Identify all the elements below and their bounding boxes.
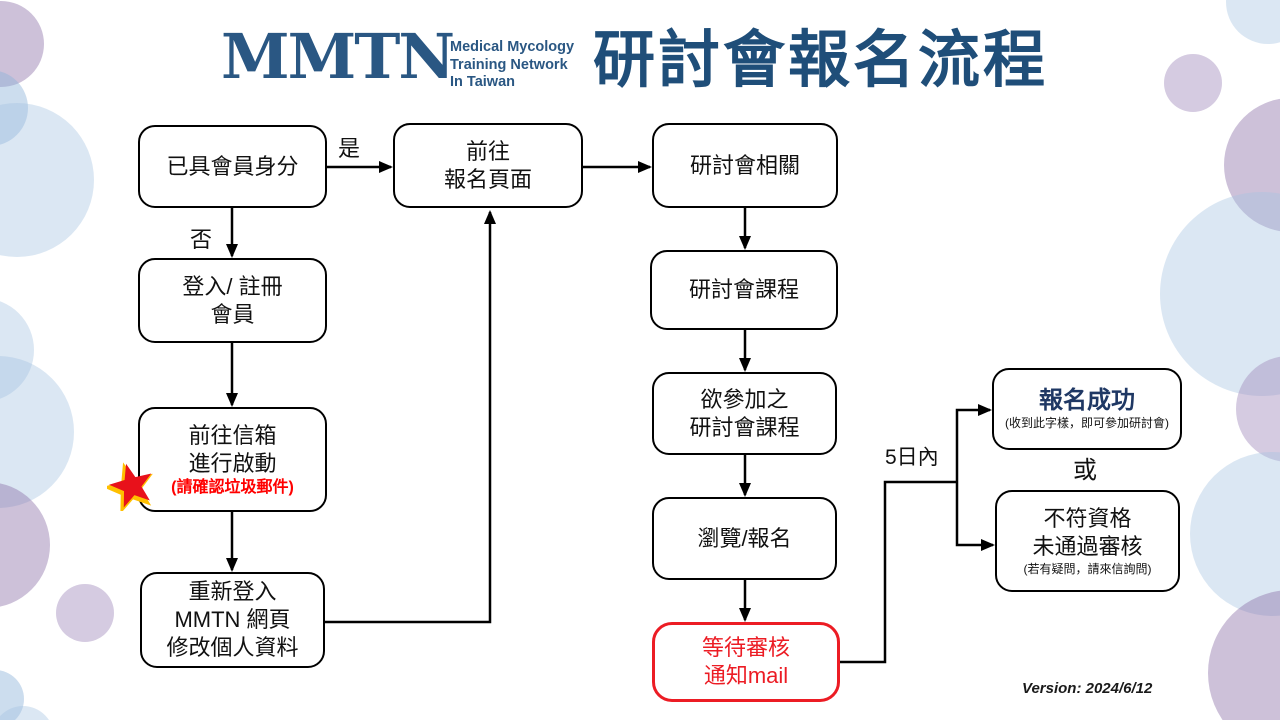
edge-relogin-to-goto — [325, 210, 496, 624]
node-text: 通知mail — [703, 663, 789, 688]
node-login-register: 登入/ 註冊 會員 — [138, 258, 327, 343]
node-text: MMTN 網頁 — [174, 607, 291, 632]
node-text: 未通過審核 — [1032, 534, 1143, 559]
decorative-circle — [0, 706, 54, 720]
decorative-circle — [1226, 0, 1280, 44]
decorative-circle — [1208, 590, 1280, 720]
node-text: 重新登入 — [188, 579, 277, 604]
version-label: Version: 2024/6/12 — [1022, 680, 1153, 697]
logo-subtitle-line: Medical Mycology — [450, 39, 575, 55]
success-title: 報名成功 — [1039, 387, 1135, 414]
edge-branch-to-reject — [955, 482, 995, 551]
decorative-circle — [0, 356, 74, 508]
node-seminar-related: 研討會相關 — [652, 123, 838, 208]
node-await-review-mail: 等待審核 通知mail — [652, 622, 840, 702]
logo-subtitle-line: In Taiwan — [450, 74, 515, 91]
success-note: (收到此字樣，即可參加研討會) — [1005, 416, 1169, 430]
page-title: 研討會報名流程 — [593, 26, 1049, 95]
node-text: 進行啟動 — [188, 450, 277, 476]
node-text: 修改個人資料 — [166, 635, 299, 660]
node-text: 研討會課程 — [689, 414, 800, 440]
logo-subtitle-line: Training Network — [450, 56, 568, 73]
decorative-circle — [56, 584, 114, 642]
node-text: 前往 — [465, 138, 510, 164]
node-browse-register: 瀏覽/報名 — [652, 497, 837, 580]
edge-await-to-branch — [840, 480, 957, 664]
node-mailbox-activate: 前往信箱 進行啟動 (請確認垃圾郵件) — [138, 407, 327, 512]
node-relogin-edit-profile: 重新登入 MMTN 網頁 修改個人資料 — [140, 572, 325, 668]
decorative-circle — [1190, 452, 1280, 616]
edge-label-no: 否 — [190, 227, 213, 252]
decorative-circle — [1160, 192, 1280, 396]
edge-label-within-5-days: 5日內 — [885, 446, 939, 469]
mmtn-logo-subtitle: Medical Mycology Training Network In Tai… — [450, 39, 574, 92]
decorative-circle — [0, 298, 34, 402]
reject-note: (若有疑問，請來信詢問) — [1023, 562, 1152, 576]
node-seminar-course: 研討會課程 — [650, 250, 838, 330]
edge-label-yes: 是 — [338, 136, 361, 161]
node-text: 研討會課程 — [688, 277, 799, 302]
node-text: 研討會相關 — [689, 152, 800, 178]
edge-label-or: 或 — [1073, 457, 1097, 484]
node-goto-registration-page: 前往 報名頁面 — [393, 123, 583, 208]
node-text: 已具會員身分 — [166, 153, 299, 179]
decorative-circle — [0, 70, 28, 146]
node-member-check: 已具會員身分 — [138, 125, 327, 208]
decorative-circle — [0, 103, 94, 257]
decorative-circle — [0, 1, 44, 87]
decorative-circle — [1224, 98, 1280, 232]
node-not-qualified: 不符資格 未通過審核 (若有疑問，請來信詢問) — [995, 490, 1180, 592]
node-text: 前往信箱 — [188, 422, 277, 448]
decorative-circle — [1236, 356, 1280, 462]
node-course-select: 欲參加之 研討會課程 — [652, 372, 837, 455]
decorative-circle — [0, 482, 50, 608]
mmtn-logo: MMTN — [221, 20, 455, 93]
spam-warning-note: (請確認垃圾郵件) — [171, 478, 294, 496]
node-text: 不符資格 — [1043, 506, 1132, 531]
node-text: 瀏覽/報名 — [697, 525, 792, 551]
node-text: 報名頁面 — [443, 166, 532, 192]
node-text: 欲參加之 — [700, 386, 789, 412]
decorative-circle — [0, 670, 24, 720]
edge-branch-to-success — [955, 404, 992, 482]
node-text: 會員 — [210, 301, 255, 327]
node-register-success: 報名成功 (收到此字樣，即可參加研討會) — [992, 368, 1182, 450]
node-text: 等待審核 — [701, 635, 790, 660]
node-text: 登入/ 註冊 — [182, 273, 283, 299]
star-icon — [103, 461, 157, 514]
decorative-circle — [1164, 54, 1222, 112]
